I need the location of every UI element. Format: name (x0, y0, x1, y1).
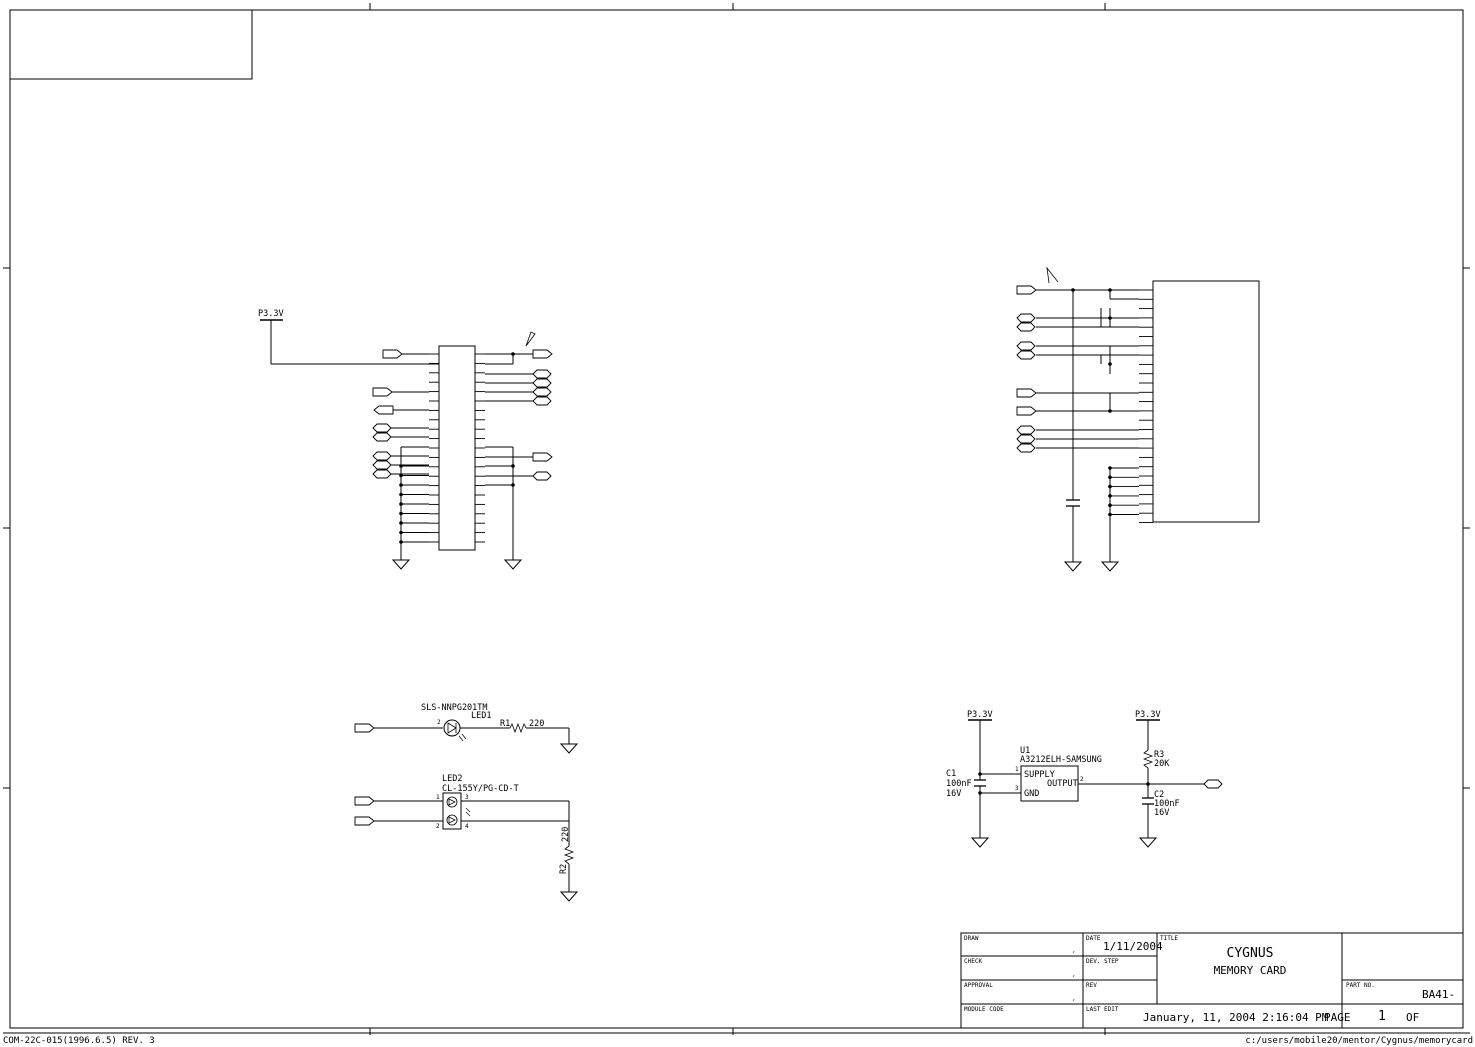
led2-circuit: LED2 CL-155Y/PG-CD-T 1 2 3 4 220 R2 (354, 774, 578, 902)
signal-port (1016, 322, 1036, 332)
form-code-footer: COM-22C-015(1996.6.5) REV. 3 (3, 1036, 155, 1046)
svg-text:PAGE: PAGE (1324, 1011, 1351, 1024)
svg-text:3: 3 (465, 794, 469, 801)
right-connector-body (1152, 280, 1260, 523)
svg-text:GND: GND (1024, 789, 1039, 799)
svg-text:TITLE: TITLE (1160, 935, 1178, 942)
left-connector-body (438, 345, 476, 551)
led1-ref-label: LED1 (471, 711, 491, 721)
r2-resistor-icon (563, 845, 575, 865)
signal-port (1016, 341, 1036, 351)
svg-text:220: 220 (561, 827, 571, 842)
junction-dot (1108, 512, 1112, 517)
svg-text:DATE: DATE (1086, 935, 1101, 942)
svg-text:100nF: 100nF (1154, 799, 1180, 809)
svg-text:A3212ELH-SAMSUNG: A3212ELH-SAMSUNG (1020, 755, 1102, 765)
junction-dot (399, 483, 403, 487)
sensor-power-label: P3.3V (967, 710, 993, 720)
led2-icon (442, 792, 462, 830)
signal-port (1016, 443, 1036, 453)
svg-text:,: , (1072, 995, 1076, 1002)
drawing-date: 1/11/2004 (1103, 940, 1163, 953)
svg-text:4: 4 (465, 823, 469, 830)
svg-text:APPROVAL: APPROVAL (964, 982, 993, 989)
svg-text:R2: R2 (559, 864, 569, 874)
junction-dot (399, 492, 403, 497)
svg-text:,: , (1072, 971, 1076, 978)
hall-sensor-circuit: P3.3V C1 100nF 16V U1 A3212ELH-SAMSUNG S… (946, 710, 1223, 848)
svg-text:C1: C1 (946, 769, 956, 779)
left-connector-power-label: P3.3V (258, 309, 284, 319)
svg-text:R3: R3 (1154, 750, 1164, 760)
svg-text:CHECK: CHECK (964, 958, 982, 965)
last-edit-date: January, 11, 2004 2:16:04 PM (1143, 1011, 1329, 1024)
svg-text:LAST EDIT: LAST EDIT (1086, 1006, 1119, 1013)
svg-text:2: 2 (1080, 776, 1084, 783)
svg-text:1: 1 (1015, 766, 1019, 773)
junction-dot (399, 473, 403, 478)
svg-text:100nF: 100nF (946, 779, 972, 789)
u1-hall-sensor-body (1020, 765, 1079, 802)
svg-text:2: 2 (437, 719, 441, 726)
junction-dot (1108, 466, 1112, 470)
svg-text:16V: 16V (1154, 808, 1169, 818)
svg-text:1: 1 (436, 794, 440, 801)
right-connector-block (1016, 266, 1260, 572)
file-path-footer: c:/users/mobile20/mentor/Cygnus/memoryca… (1245, 1036, 1473, 1046)
svg-text:SUPPLY: SUPPLY (1024, 770, 1055, 780)
revision-box (9, 9, 253, 80)
junction-dot (399, 540, 403, 544)
signal-port (1016, 388, 1037, 398)
title-block: DRAW CHECK APPROVAL MODULE CODE DATE 1/1… (960, 932, 1464, 1029)
junction-dot (1108, 475, 1112, 480)
svg-text:16V: 16V (946, 789, 961, 799)
pullup-power-label: P3.3V (1135, 710, 1161, 720)
svg-text:C2: C2 (1154, 790, 1164, 800)
svg-text:R1: R1 (500, 719, 510, 729)
svg-text:20K: 20K (1154, 759, 1170, 769)
led1-part-label: SLS-NNPG201TM (421, 703, 488, 713)
svg-text:REV: REV (1086, 982, 1097, 989)
signal-port (1016, 406, 1037, 416)
svg-text:PART NO.: PART NO. (1346, 982, 1375, 989)
sheet-border (3, 3, 1470, 1035)
svg-text:3: 3 (1015, 785, 1019, 792)
svg-text:U1: U1 (1020, 746, 1030, 756)
signal-port (1016, 313, 1036, 323)
led1-circuit: SLS-NNPG201TM LED1 2 R1 220 (354, 703, 578, 754)
svg-text:220: 220 (529, 719, 544, 729)
led2-part-label: CL-155Y/PG-CD-T (442, 784, 519, 794)
drawing-title-line1: CYGNUS (1227, 946, 1274, 961)
drawing-title-line2: MEMORY CARD (1214, 964, 1287, 977)
r3-resistor-icon (1142, 749, 1154, 769)
junction-dot (399, 502, 403, 506)
junction-dot (1108, 484, 1112, 489)
page-number: 1 (1378, 1009, 1386, 1024)
signal-port (1016, 434, 1036, 444)
svg-text:DEV. STEP: DEV. STEP (1086, 958, 1119, 965)
svg-text:OF: OF (1406, 1011, 1419, 1024)
svg-text:2: 2 (436, 823, 440, 830)
signal-port (1016, 425, 1036, 435)
signal-port (1016, 350, 1036, 360)
svg-text:MODULE CODE: MODULE CODE (964, 1006, 1004, 1013)
junction-dot (1108, 503, 1112, 508)
junction-dot (399, 521, 403, 525)
svg-text:DRAW: DRAW (964, 935, 979, 942)
r1-resistor-icon (509, 722, 527, 734)
svg-text:,: , (1072, 947, 1076, 954)
junction-dot (399, 511, 403, 516)
junction-dot (399, 530, 403, 535)
part-number: BA41- (1422, 988, 1455, 1001)
led2-ref-label: LED2 (442, 774, 462, 784)
svg-text:OUTPUT: OUTPUT (1047, 779, 1078, 789)
junction-dot (1108, 494, 1112, 498)
led1-icon (443, 719, 461, 737)
junction-dot (399, 464, 403, 468)
left-connector-block: P3.3V (258, 309, 553, 570)
